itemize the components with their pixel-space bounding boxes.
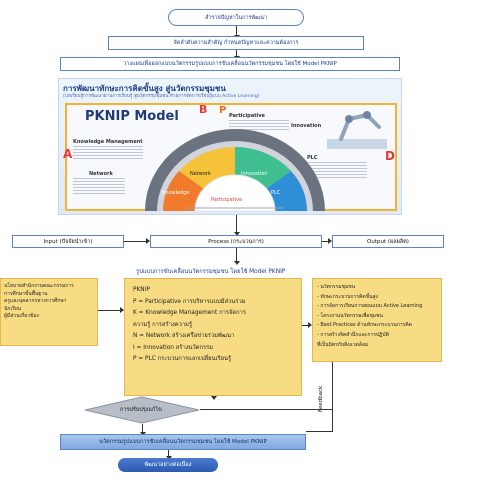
output-item-1: - นวัตกรรมชุมชน	[317, 284, 356, 290]
arrow-6	[140, 424, 146, 436]
input-to-process-body-arrowhead	[120, 307, 124, 313]
priority-box-text: จัดลำดับความสำคัญ กำหนดปัญหาและความต้องก…	[173, 40, 299, 46]
feedback-vertical-line	[332, 362, 333, 432]
robot-arm-illustration	[327, 111, 387, 149]
output-item-6: - การสร้างจิตสำนึกและการปฏิบัติ	[317, 331, 389, 338]
process-item-p1: P = Participative การบริหารแบบมีส่วนร่วม	[133, 298, 246, 305]
process-item-p2: P = PLC กระบวนการแลกเปลี่ยนเรียนรู้	[133, 356, 232, 362]
output-item-3: - การจัดการเรียนการสอนแบบ Active Learnin…	[317, 303, 423, 310]
process-header: Process (กระบวนการ)	[150, 235, 322, 248]
revision-diamond	[84, 396, 200, 424]
process-to-output-body-arrowhead	[308, 322, 312, 328]
final-box: นวัตกรรมรูปแบบการขับเคลื่อนนวัตกรรมชุมชน…	[60, 434, 306, 450]
input-item-5: ผู้มีส่วนเกี่ยวข้อง	[4, 313, 39, 320]
input-item-2: การศึกษาขั้นพื้นฐาน	[4, 290, 48, 297]
input-item-1: นโยบายสำนักงานคณะกรรมการ	[4, 283, 74, 289]
input-item-4: นักเรียน	[4, 305, 22, 312]
input-box: นโยบายสำนักงานคณะกรรมการ การศึกษาขั้นพื้…	[0, 278, 98, 346]
panel-title: การพัฒนาทักษะการคิดขั้นสูง สู่นวัตกรรมชุ…	[63, 84, 226, 93]
output-header-text: Output (ผลผลิต)	[367, 238, 409, 245]
network-text-lines	[73, 178, 125, 196]
output-item-4: - โครงงานนวัตกรรมเพื่อชุมชน	[317, 312, 383, 319]
output-item-2: - ทักษะกระบวนการคิดขั้นสูง	[317, 293, 378, 300]
process-item-i: I = Innovation สร้างนวัตกรรม	[133, 344, 214, 351]
plc-right-label: PLC	[307, 155, 318, 161]
process-item-k-cont: ความรู้ การสร้างความรู้	[133, 321, 193, 328]
process-to-output-line	[322, 241, 330, 242]
output-item-7: ที่เป็นมิตรกับสิ่งแวดล้อม	[317, 341, 369, 348]
output-header: Output (ผลผลิต)	[332, 235, 444, 248]
input-to-process-body-line	[98, 310, 122, 311]
letter-d: D	[385, 149, 395, 163]
process-item-k: K = Knowledge Management การจัดการ	[133, 310, 246, 316]
process-to-output-body-line	[302, 325, 310, 326]
planning-box-text: วางแผนเพื่อออกแบบนวัตกรรมรูปแบบการขับเคล…	[123, 61, 337, 67]
model-name: PKNIP Model	[85, 109, 179, 124]
input-to-process-arrowhead	[146, 238, 150, 244]
input-to-process-line	[124, 241, 148, 242]
process-header-text: Process (กระบวนการ)	[208, 238, 264, 245]
innovation-top-label: Innovation	[291, 123, 322, 129]
km-text-lines	[73, 146, 143, 160]
revision-diamond-label: การปรับปรุงแก้ไข	[120, 407, 162, 413]
process-item-n: N = Network สร้างเครือข่ายร่วมพัฒนา	[133, 333, 235, 339]
start-oval-text: สำรวจปัญหาในการพัฒนา	[205, 14, 267, 21]
participative-bottom-label: Participative	[211, 197, 243, 203]
feedback-horizontal-line	[306, 431, 333, 432]
process-to-output-arrowhead	[328, 238, 332, 244]
input-header: Input (ปัจจัยนำเข้า)	[12, 235, 124, 248]
arrow-4	[234, 248, 240, 265]
segment-label-network: Network	[190, 171, 211, 177]
output-item-5: - Best Practices ด้านทักษะกระบวนการคิด	[317, 322, 412, 329]
arrow-7	[166, 450, 172, 460]
model-caption: รูปแบบการขับเคลื่อนนวัตกรรมชุมชน โดยใช้ …	[136, 269, 286, 275]
output-box: - นวัตกรรมชุมชน - ทักษะกระบวนการคิดขั้นส…	[312, 278, 442, 362]
participative-text-lines	[229, 120, 289, 132]
plc-text-lines	[307, 162, 367, 178]
footer-text-lines	[187, 207, 283, 209]
input-item-3: ครูและบุคลากรทางการศึกษา	[4, 298, 67, 305]
start-oval: สำรวจปัญหาในการพัฒนา	[168, 9, 304, 26]
end-oval-text: พัฒนาอย่างต่อเนื่อง	[144, 462, 192, 468]
final-box-text: นวัตกรรมรูปแบบการขับเคลื่อนนวัตกรรมชุมชน…	[99, 439, 267, 445]
input-header-text: Input (ปัจจัยนำเข้า)	[43, 238, 93, 245]
diamond-feedback-line	[200, 409, 332, 410]
letter-a: A	[63, 147, 73, 161]
knowledge-management-label: Knowledge Management	[73, 139, 143, 145]
segment-label-plc: PLC	[271, 190, 281, 196]
panel-subtitle: (บทเรียนรู้การพัฒนาผ่านการเรียนรู้ สู่นว…	[63, 94, 260, 99]
pknip-wheel	[145, 129, 325, 212]
letter-p: P	[219, 105, 227, 116]
segment-label-knowledge: Knowledge	[162, 190, 190, 196]
priority-box: จัดลำดับความสำคัญ กำหนดปัญหาและความต้องก…	[108, 36, 364, 50]
participative-top-label: Participative	[229, 113, 265, 119]
arrow-3	[234, 215, 240, 236]
planning-box: วางแผนเพื่อออกแบบนวัตกรรมรูปแบบการขับเคล…	[60, 57, 400, 71]
process-item-title: PKNIP	[133, 287, 150, 293]
end-oval: พัฒนาอย่างต่อเนื่อง	[118, 458, 218, 472]
letter-b: B	[199, 103, 208, 116]
network-left-label: Network	[89, 171, 113, 177]
arrow-1	[234, 26, 240, 39]
process-box: PKNIP P = Participative การบริหารแบบมีส่…	[124, 278, 302, 396]
segment-label-innovation: Innovation	[241, 171, 268, 177]
arrow-2	[234, 50, 240, 60]
pknip-panel: การพัฒนาทักษะการคิดขั้นสูง สู่นวัตกรรมชุ…	[58, 78, 402, 215]
